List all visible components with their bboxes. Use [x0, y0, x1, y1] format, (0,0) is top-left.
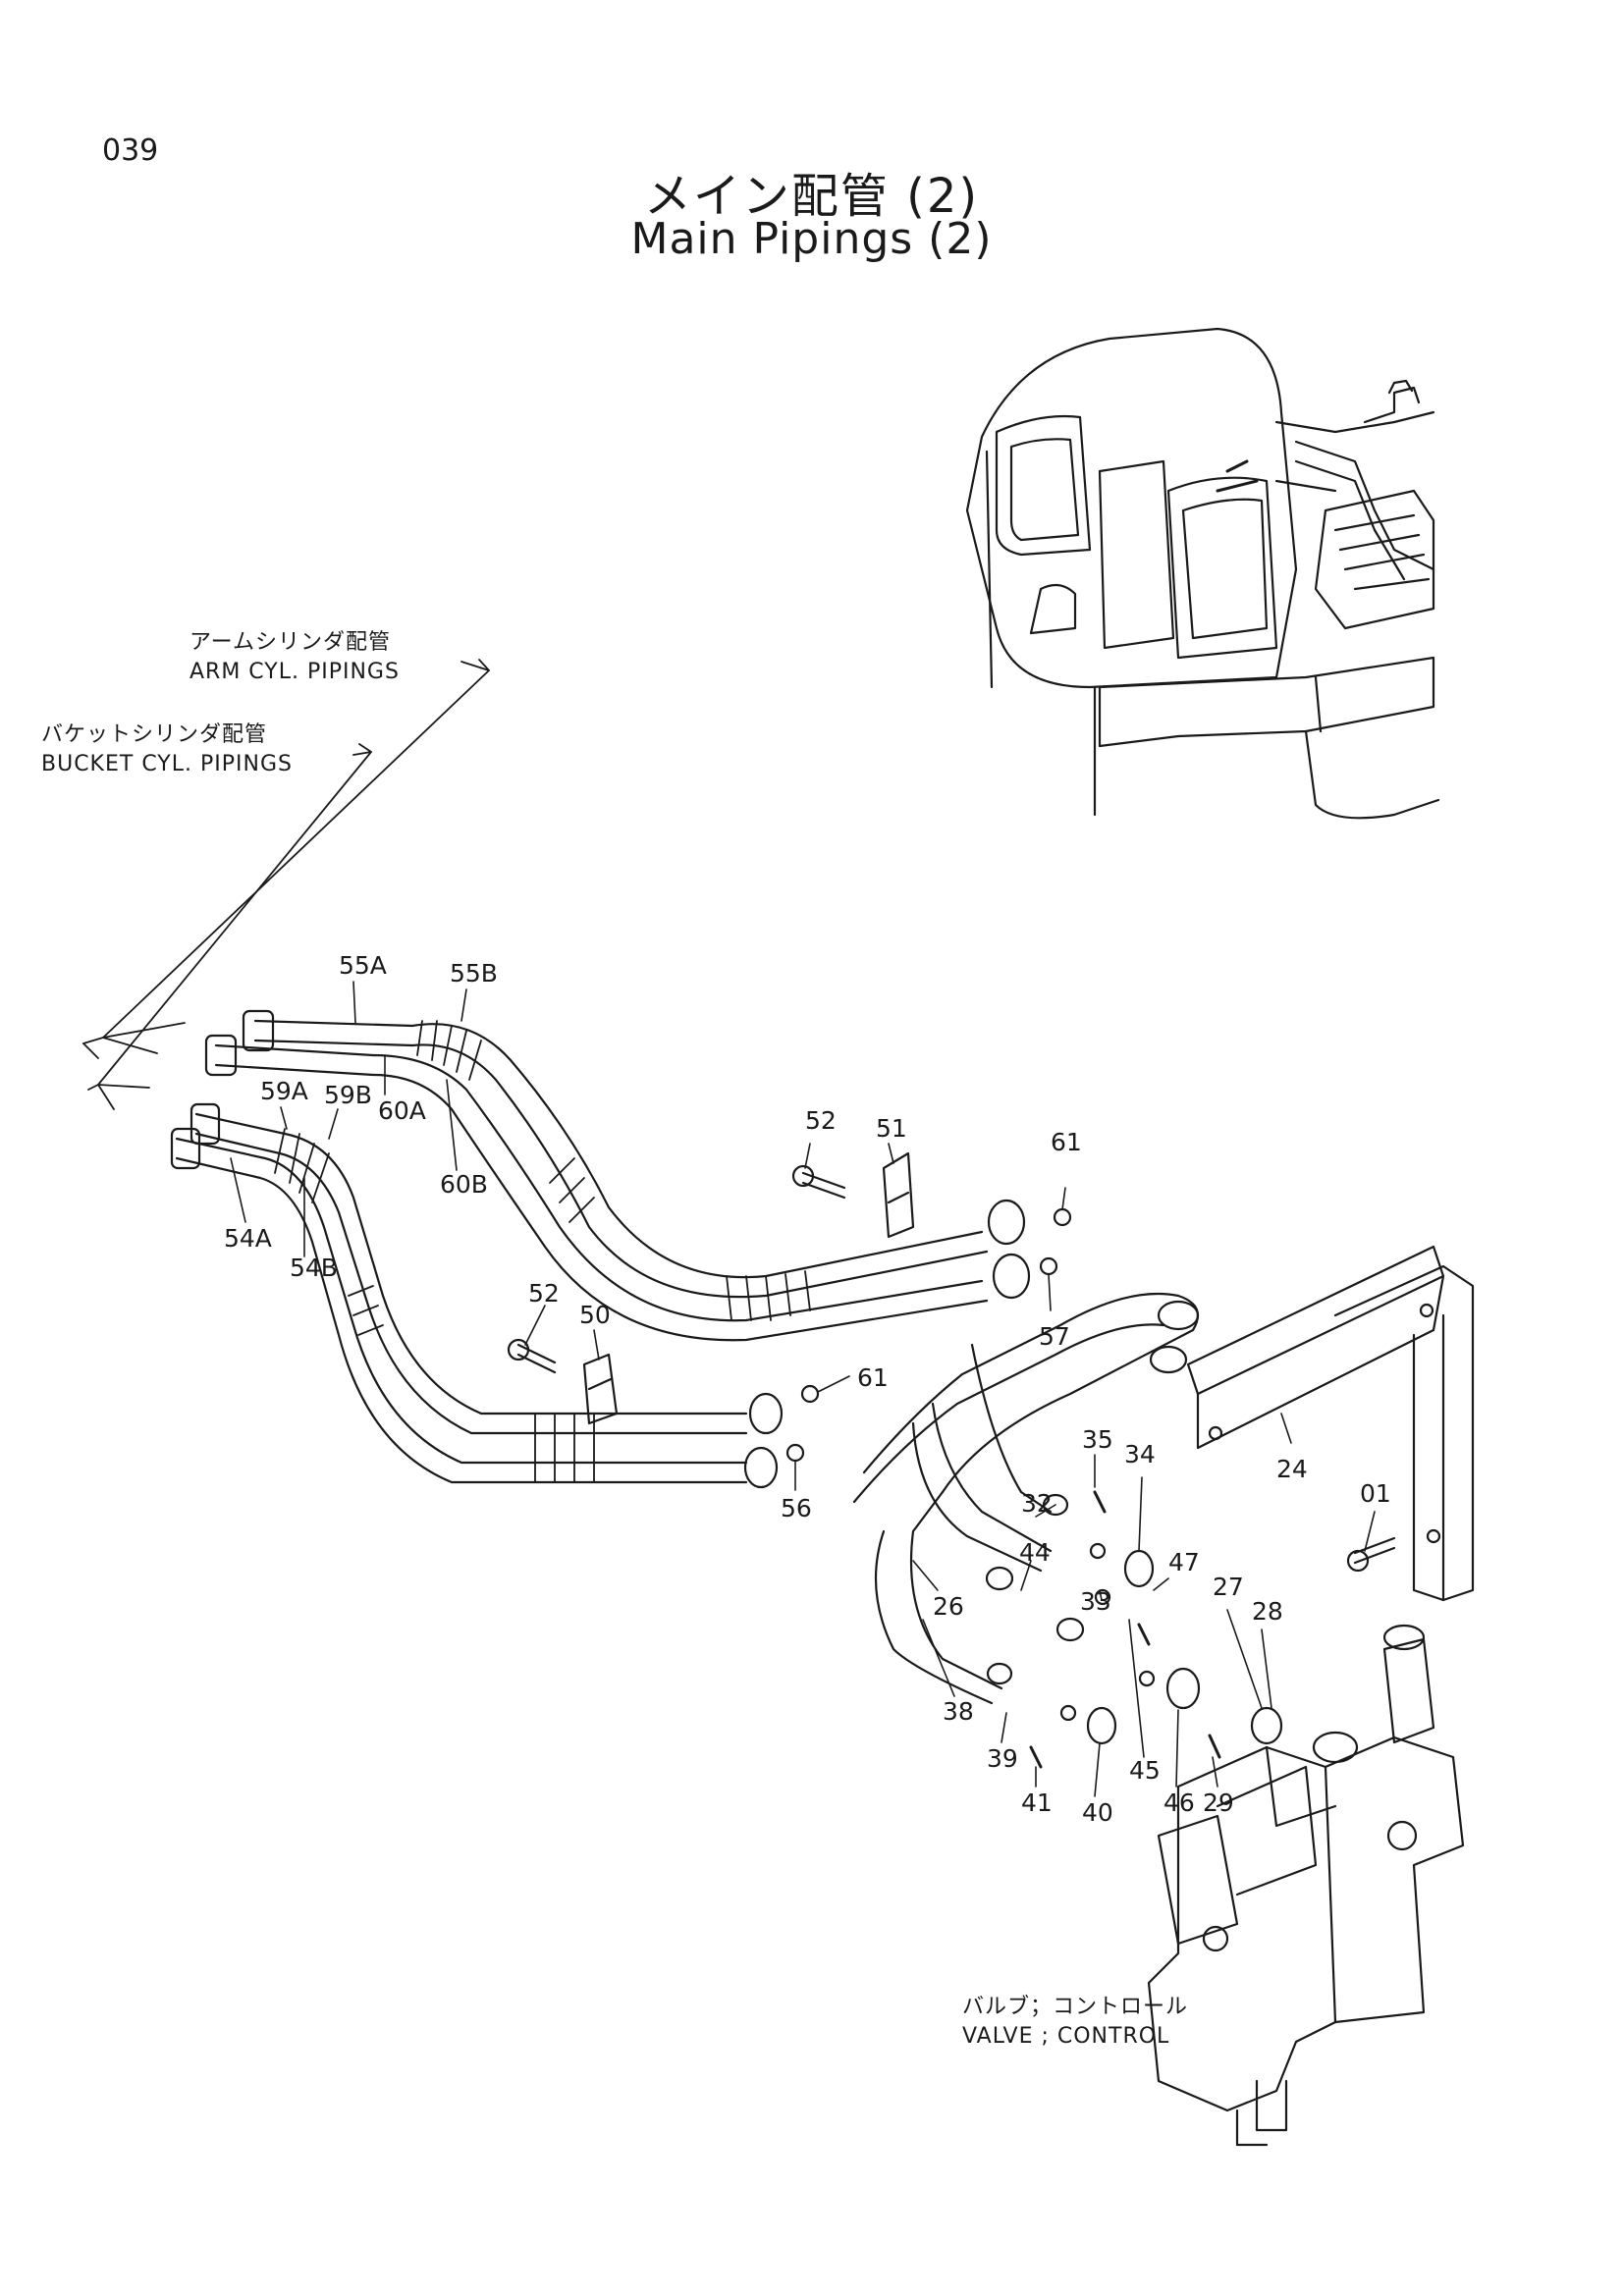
callout-29: 29 [1203, 1789, 1234, 1817]
title-english: Main Pipings (2) [630, 214, 993, 264]
excavator-cab-illustration [965, 327, 1440, 820]
callout-55b: 55B [450, 959, 498, 988]
callout-56: 56 [781, 1494, 812, 1522]
callout-55a: 55A [339, 951, 387, 980]
callout-46: 46 [1163, 1789, 1195, 1817]
callout-54b: 54B [290, 1254, 338, 1282]
callout-41: 41 [1021, 1789, 1053, 1817]
callout-01: 01 [1360, 1479, 1391, 1508]
callout-32: 32 [1021, 1489, 1053, 1518]
valve-note-en: VALVE ; CONTROL [962, 2024, 1170, 2049]
arm-note-jp: アームシリンダ配管 [189, 630, 392, 655]
callout-51: 51 [876, 1114, 907, 1143]
callout-24: 24 [1276, 1455, 1308, 1483]
callout-34: 34 [1124, 1440, 1156, 1468]
page-number: 039 [102, 133, 159, 168]
callout-labels: 55A 55B 59A 59B 60A 60B 54A 54B 52 51 61… [224, 951, 1391, 1827]
callout-44: 44 [1019, 1538, 1051, 1567]
callout-60a: 60A [378, 1096, 426, 1125]
callout-26: 26 [933, 1592, 964, 1621]
arm-note-en: ARM CYL. PIPINGS [189, 660, 400, 684]
title-japanese: メイン配管 (2) [643, 169, 980, 224]
callout-61-lower: 61 [857, 1363, 889, 1392]
callout-27: 27 [1213, 1573, 1244, 1601]
hose-bundle [170, 1009, 1031, 1489]
flanges [1029, 1490, 1283, 1769]
bucket-note-jp: バケットシリンダ配管 [41, 722, 268, 747]
callout-52-lower: 52 [528, 1279, 560, 1308]
callout-35: 35 [1082, 1425, 1113, 1454]
callout-60b: 60B [440, 1170, 488, 1199]
arm-cyl-pipings-note: アームシリンダ配管 ARM CYL. PIPINGS [189, 628, 400, 687]
callout-leaders [230, 981, 1376, 1797]
callout-39: 39 [987, 1744, 1018, 1773]
callout-47: 47 [1168, 1548, 1200, 1576]
control-valve-illustration [1147, 1624, 1465, 2147]
group-leader-lines [82, 659, 490, 1110]
callout-52-top: 52 [805, 1106, 837, 1135]
clamps-and-bolts [507, 1151, 915, 1425]
callout-57: 57 [1039, 1322, 1070, 1351]
callout-59b: 59B [324, 1081, 372, 1109]
callout-38: 38 [943, 1697, 974, 1726]
callout-28: 28 [1252, 1597, 1283, 1626]
bucket-note-en: BUCKET CYL. PIPINGS [41, 752, 293, 776]
callout-40: 40 [1082, 1798, 1113, 1827]
callout-50: 50 [579, 1301, 611, 1329]
steel-pipes [852, 1292, 1200, 1705]
callout-59a: 59A [260, 1077, 308, 1105]
callout-54a: 54A [224, 1224, 272, 1253]
callout-33: 33 [1080, 1587, 1111, 1616]
callout-45: 45 [1129, 1756, 1161, 1785]
bracket-24 [1186, 1245, 1475, 1602]
bucket-cyl-pipings-note: バケットシリンダ配管 BUCKET CYL. PIPINGS [41, 721, 293, 779]
o-rings [785, 1207, 1072, 1463]
callout-61-top: 61 [1051, 1128, 1082, 1156]
